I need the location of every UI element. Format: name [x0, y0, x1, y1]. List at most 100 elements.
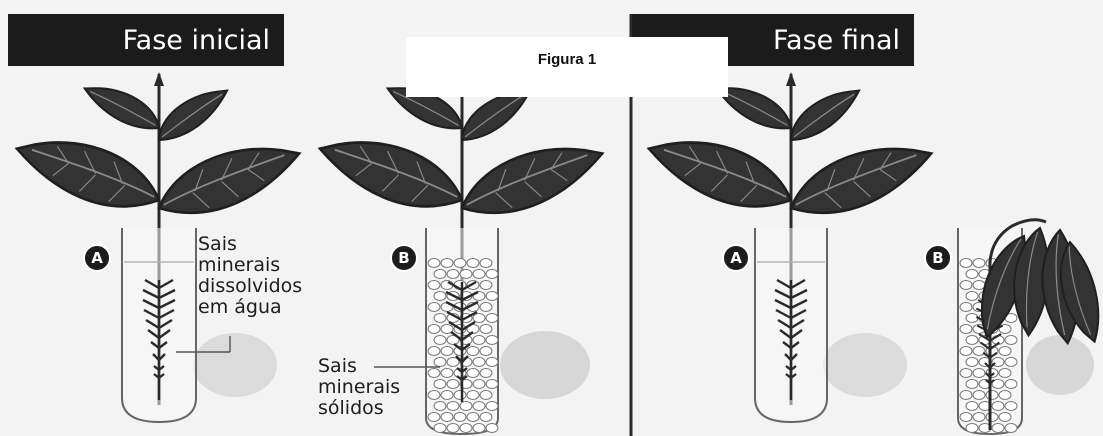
pebble [486, 292, 498, 301]
pebble [486, 358, 498, 367]
pebble [480, 259, 492, 268]
pebble [973, 391, 985, 400]
pebble [460, 402, 472, 411]
pebble [434, 380, 446, 389]
pebble [480, 303, 492, 312]
pebble [973, 369, 985, 378]
label-line: minerais [198, 255, 302, 276]
pebble [473, 336, 485, 345]
pebble [428, 347, 440, 356]
pebble [960, 369, 972, 378]
pebble [434, 314, 446, 323]
pebble [486, 314, 498, 323]
pebble [434, 292, 446, 301]
badge-a-final: A [722, 244, 750, 272]
pebble [960, 303, 972, 312]
pebble [999, 391, 1011, 400]
pebble [973, 347, 985, 356]
pebble [1005, 424, 1017, 433]
figure-caption-text: Figura 1 [538, 51, 596, 68]
label-line: sólidos [318, 398, 400, 419]
pebble [447, 270, 459, 279]
pebble [473, 402, 485, 411]
pebble [441, 259, 453, 268]
pebble [467, 259, 479, 268]
pebble [1005, 380, 1017, 389]
pebble [973, 259, 985, 268]
pebble [992, 424, 1004, 433]
pebble [966, 380, 978, 389]
pebble [441, 347, 453, 356]
pebble [428, 413, 440, 422]
pebble [473, 314, 485, 323]
pebble [486, 336, 498, 345]
pebble [441, 413, 453, 422]
pebble [447, 424, 459, 433]
label-dissolved-salts: Sais minerais dissolvidos em água [198, 234, 302, 318]
pebble [999, 369, 1011, 378]
pebble [467, 347, 479, 356]
pebble [966, 292, 978, 301]
pebble [434, 402, 446, 411]
pebble [467, 369, 479, 378]
pebble [454, 259, 466, 268]
pebble [473, 380, 485, 389]
pebble [480, 391, 492, 400]
pebble [447, 380, 459, 389]
figure-caption: Figura 1 [406, 37, 728, 97]
pebble [973, 413, 985, 422]
pebble [966, 336, 978, 345]
pebble [454, 413, 466, 422]
label-solid-salts: Sais minerais sólidos [318, 356, 400, 419]
pebble [467, 391, 479, 400]
pebble [473, 424, 485, 433]
label-line: Sais [198, 234, 302, 255]
pebble [454, 391, 466, 400]
label-line: em água [198, 297, 302, 318]
label-line: minerais [318, 377, 400, 398]
pebble [966, 270, 978, 279]
pebble [966, 358, 978, 367]
badge-b-final: B [924, 244, 952, 272]
pebble [486, 402, 498, 411]
header-initial-phase: Fase inicial [8, 14, 284, 66]
pebble [480, 369, 492, 378]
pebble [434, 270, 446, 279]
pebble [960, 391, 972, 400]
pebble [999, 347, 1011, 356]
header-initial-phase-label: Fase inicial [123, 25, 270, 56]
pebble [460, 270, 472, 279]
pebble [999, 413, 1011, 422]
pebble [434, 424, 446, 433]
header-final-phase-label: Fase final [773, 25, 900, 56]
pebble [428, 391, 440, 400]
pebble [480, 413, 492, 422]
pebble [986, 391, 998, 400]
pebble [960, 281, 972, 290]
pebble [467, 413, 479, 422]
pebble [428, 281, 440, 290]
pebble [480, 325, 492, 334]
label-line: Sais [318, 356, 400, 377]
pebble [960, 325, 972, 334]
pebble [447, 402, 459, 411]
pebble [434, 336, 446, 345]
pebble [1005, 336, 1017, 345]
pebble [1005, 358, 1017, 367]
pebble [428, 259, 440, 268]
pebble [992, 402, 1004, 411]
pebble [460, 424, 472, 433]
pebble [966, 424, 978, 433]
pebble [973, 281, 985, 290]
pebble [960, 347, 972, 356]
pebble [480, 347, 492, 356]
pebble [986, 413, 998, 422]
pebble [434, 358, 446, 367]
pebble [480, 281, 492, 290]
pebble [473, 358, 485, 367]
label-line: dissolvidos [198, 276, 302, 297]
pebble [486, 424, 498, 433]
pebble [428, 303, 440, 312]
pebble [960, 259, 972, 268]
